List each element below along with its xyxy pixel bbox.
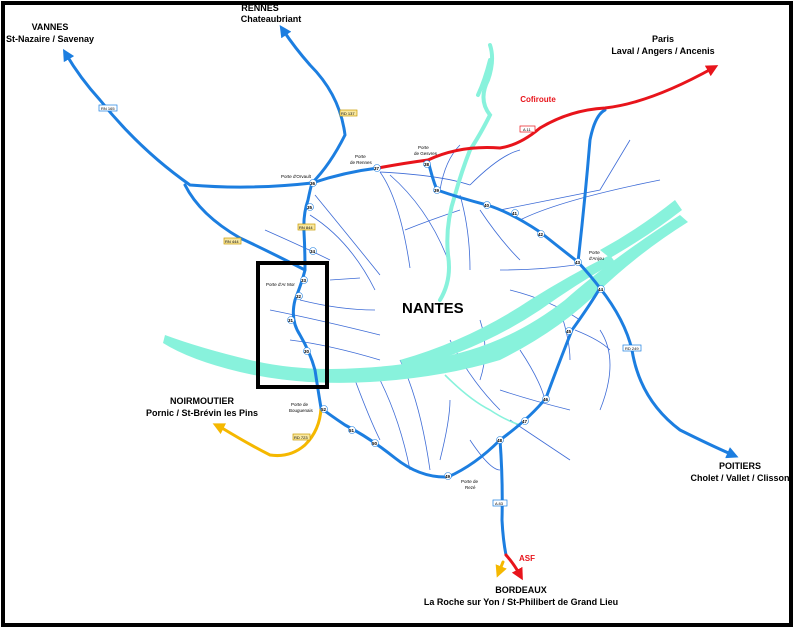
- dest-rennes-sub: Chateaubriant: [241, 14, 302, 24]
- dest-paris-title: Paris: [652, 34, 674, 44]
- porte-bouguenais-line2: Bouguenais: [289, 408, 314, 413]
- porte-rennes-line1: Porte: [355, 154, 366, 159]
- porte-orvault: Porte d'Orvault: [281, 174, 312, 179]
- destination-labels: VANNES St-Nazaire / Savenay RENNES Chate…: [6, 3, 790, 607]
- river-loire: [163, 200, 688, 383]
- dest-poitiers-sub: Cholet / Vallet / Clisson: [690, 473, 789, 483]
- badge-rn844: RN 844: [299, 225, 313, 230]
- highlight-box: [256, 261, 329, 389]
- exit-45: 45: [566, 329, 572, 334]
- exit-38: 38: [424, 162, 430, 167]
- road-badges: RN 165 RD 137 RN 444 RN 844 A 11 RD 723 …: [98, 104, 642, 507]
- porte-bouguenais-line1: Porte de: [291, 402, 309, 407]
- exit-37: 37: [374, 166, 380, 171]
- exit-49: 49: [445, 474, 451, 479]
- porte-labels: Porte de Rennes Porte d'Orvault Porte de…: [266, 145, 604, 490]
- dest-bordeaux-title: BORDEAUX: [495, 585, 547, 595]
- city-name-label: NANTES: [402, 300, 464, 317]
- exit-50: 50: [372, 441, 378, 446]
- badge-rd137: RD 137: [341, 111, 355, 116]
- porte-reze-line2: Rezé: [465, 485, 476, 490]
- exit-47: 47: [522, 419, 528, 424]
- exit-46: 46: [543, 397, 549, 402]
- dest-poitiers-title: POITIERS: [719, 461, 761, 471]
- exit-48: 48: [497, 438, 503, 443]
- exit-31: 31: [288, 318, 294, 323]
- noirmoutier-arrow: [212, 423, 227, 435]
- exit-30: 30: [304, 349, 310, 354]
- badge-a83: A 83: [495, 501, 504, 506]
- exit-52: 52: [321, 407, 327, 412]
- cofiroute-label: Cofiroute: [520, 95, 556, 104]
- regional-road: [220, 406, 507, 578]
- exit-40: 40: [484, 203, 490, 208]
- exit-39: 39: [434, 188, 440, 193]
- dest-noirmoutier-title: NOIRMOUTIER: [170, 396, 234, 406]
- river-erdre: [438, 43, 495, 302]
- dest-bordeaux-sub: La Roche sur Yon / St-Philibert de Grand…: [424, 597, 618, 607]
- exit-43: 43: [575, 260, 581, 265]
- porte-ar-mor: Porte d'Ar Mor: [266, 282, 295, 287]
- exit-34: 34: [310, 249, 316, 254]
- badge-rd249: RD 249: [625, 346, 639, 351]
- exit-51: 51: [349, 428, 355, 433]
- porte-anjou-line1: Porte: [589, 250, 600, 255]
- badge-rd723: RD 723: [294, 435, 308, 440]
- exit-33: 33: [301, 278, 307, 283]
- badge-rn444: RN 444: [225, 239, 239, 244]
- toll-motorway: [376, 65, 719, 581]
- river-sevre: [444, 374, 521, 426]
- exit-numbers: 37 38 39 40 41 42 43 44 45 46 47 48 49 5…: [288, 162, 604, 479]
- exit-36: 36: [310, 181, 316, 186]
- badge-rn165: RN 165: [101, 106, 115, 111]
- porte-reze-line1: Porte de: [461, 479, 479, 484]
- exit-44: 44: [598, 287, 604, 292]
- porte-gesvres-line1: Porte: [418, 145, 429, 150]
- exit-35: 35: [307, 205, 313, 210]
- badge-a11: A 11: [523, 127, 531, 132]
- dest-vannes-title: VANNES: [32, 22, 69, 32]
- exit-41: 41: [512, 211, 518, 216]
- porte-rennes-line2: de Rennes: [350, 160, 373, 165]
- dest-rennes-title: RENNES: [241, 3, 279, 13]
- porte-gesvres-line2: de Gesvres: [414, 151, 438, 156]
- dest-paris-sub: Laval / Angers / Ancenis: [611, 46, 714, 56]
- dest-vannes-sub: St-Nazaire / Savenay: [6, 34, 94, 44]
- asf-label: ASF: [519, 554, 535, 563]
- porte-anjou-line2: d'Anjou: [589, 256, 604, 261]
- exit-32: 32: [296, 294, 302, 299]
- dest-noirmoutier-sub: Pornic / St-Brévin les Pins: [146, 408, 258, 418]
- exit-42: 42: [538, 232, 544, 237]
- exit-markers: [287, 160, 605, 480]
